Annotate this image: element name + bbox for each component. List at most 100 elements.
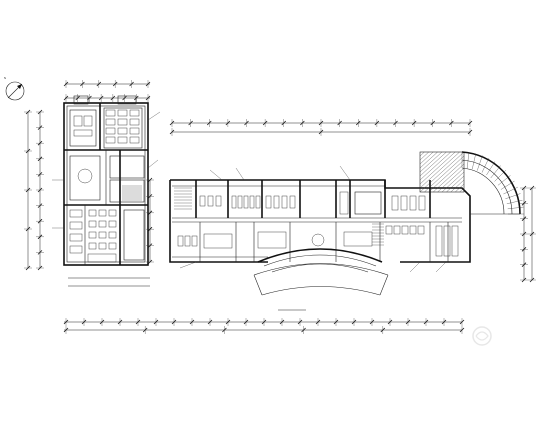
fan-ray [490, 165, 501, 179]
fan-ray [481, 158, 490, 173]
desk [400, 195, 408, 211]
fixture [117, 136, 128, 144]
fixture [105, 136, 116, 144]
fan-ray [506, 200, 523, 204]
hatch-line [419, 151, 443, 173]
hatch-line [450, 179, 465, 193]
desk [108, 220, 117, 228]
fan-ray [472, 153, 476, 170]
desk [108, 242, 117, 250]
fan-ray [466, 152, 470, 169]
bottom-dimensions [63, 318, 465, 334]
desk [207, 195, 214, 207]
desk [108, 209, 117, 217]
hatch-line [419, 151, 451, 181]
meeting-table [343, 231, 373, 247]
hatch-line [419, 151, 425, 157]
desk [69, 209, 83, 218]
meeting-table [257, 231, 287, 249]
desk [88, 231, 97, 239]
fixture [117, 118, 128, 126]
desk [69, 221, 83, 230]
fixture [117, 127, 128, 135]
fixture [105, 109, 116, 117]
watermark-logo [472, 326, 492, 346]
fixture [129, 118, 140, 126]
desk [393, 225, 401, 235]
hatch-line [455, 183, 465, 193]
fixture [339, 191, 349, 215]
fixture [129, 109, 140, 117]
fan-ray [477, 155, 483, 171]
fan-ray [507, 206, 524, 210]
fixture [105, 127, 116, 135]
hatch-line [459, 187, 465, 193]
hatch-line [419, 151, 465, 193]
left-building [52, 95, 161, 266]
desk [88, 220, 97, 228]
north-arrow-icon: N [4, 76, 25, 101]
right-dimensions [146, 177, 536, 283]
fan-ray [500, 180, 515, 190]
desk [98, 220, 107, 228]
left-building-dimensions [24, 80, 151, 287]
desk [177, 235, 184, 247]
hatch-line [428, 159, 465, 193]
desk [409, 225, 417, 235]
desk [184, 235, 191, 247]
hatch-line [437, 167, 465, 193]
desk [237, 195, 243, 209]
hatch-line [446, 175, 465, 193]
desk [289, 195, 296, 209]
desk [281, 195, 288, 209]
desk [273, 195, 280, 209]
meeting-table [203, 233, 233, 249]
main-top-dimensions [169, 119, 473, 136]
desk [417, 225, 425, 235]
desk [69, 245, 83, 254]
hatch-line [419, 151, 429, 161]
fan-ray [486, 161, 496, 176]
desk [249, 195, 255, 209]
svg-text:N: N [4, 76, 6, 80]
fan-ray [497, 175, 511, 186]
desk [265, 195, 272, 209]
fixture [117, 109, 128, 117]
fan-ray [494, 170, 506, 182]
desk [98, 231, 107, 239]
fan-ray [505, 193, 521, 199]
fixture [129, 127, 140, 135]
desk [215, 195, 222, 207]
hatch-line [419, 151, 456, 185]
desk [69, 233, 83, 242]
desk [98, 209, 107, 217]
desk [98, 242, 107, 250]
desk [88, 242, 97, 250]
desk [199, 195, 206, 207]
desk [418, 195, 426, 211]
desk [243, 195, 249, 209]
fixture [105, 118, 116, 126]
room [354, 191, 382, 215]
curved-hall [419, 151, 524, 215]
fixture [129, 136, 140, 144]
main-building [169, 165, 471, 296]
hatch-line [433, 163, 465, 193]
shelf [443, 225, 451, 257]
hatch-line [424, 155, 465, 193]
desk [88, 209, 97, 217]
desk [231, 195, 237, 209]
shelf [435, 225, 443, 257]
desk [191, 235, 198, 247]
hatch-line [419, 151, 438, 169]
hatch-line [441, 171, 465, 193]
desk [385, 225, 393, 235]
hatch-line [419, 151, 460, 189]
desk [391, 195, 399, 211]
desk [401, 225, 409, 235]
desk [409, 195, 417, 211]
shelf [451, 225, 459, 257]
hatch-line [419, 151, 434, 165]
